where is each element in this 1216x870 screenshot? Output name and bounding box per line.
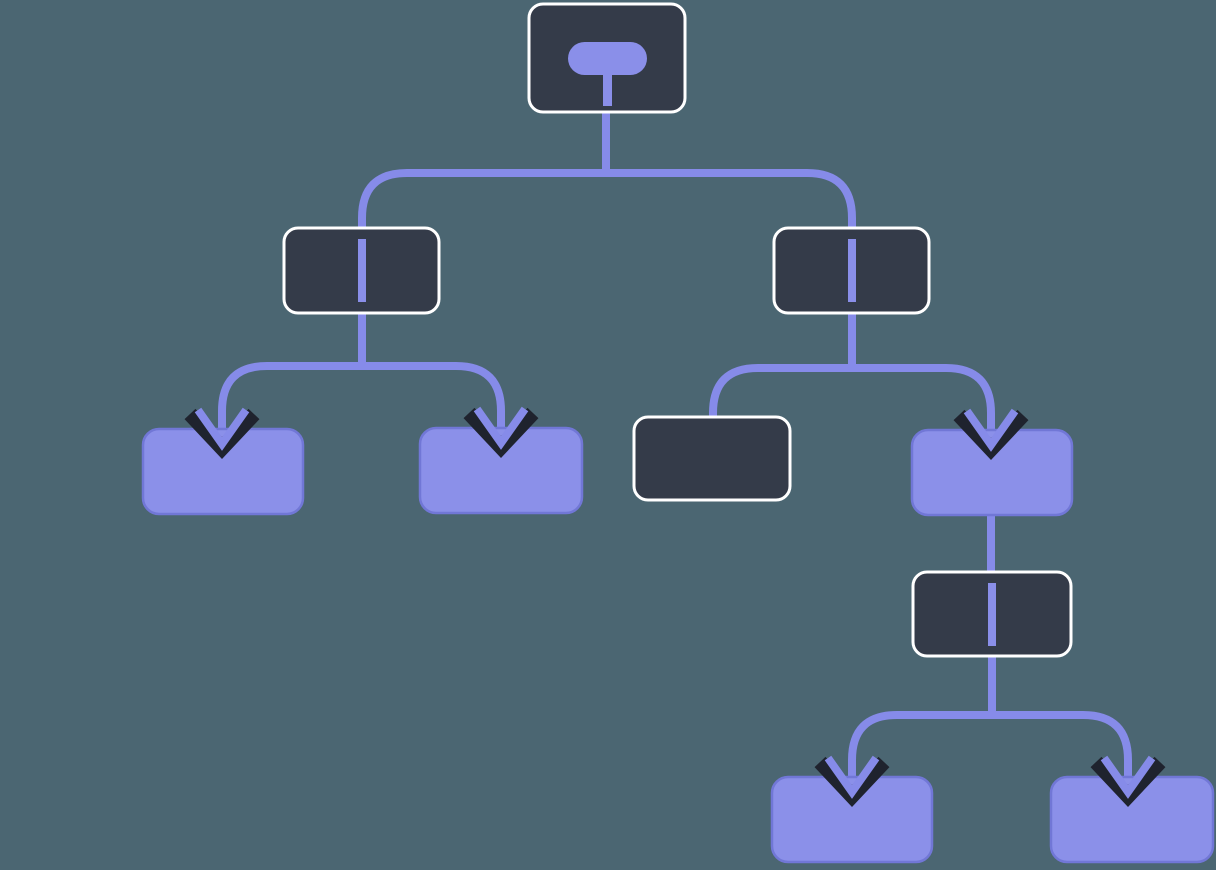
edge-branch-right-to-node-dark-plain — [709, 312, 856, 419]
node-leaf-far-left[interactable] — [141, 427, 305, 516]
node-branch-right[interactable] — [772, 226, 931, 315]
drop-arrow-purple-chevron — [824, 755, 880, 799]
node-dark-plain-box[interactable] — [632, 415, 792, 502]
node-purple-mid[interactable] — [910, 428, 1074, 517]
node-purple-mid-box[interactable] — [910, 428, 1074, 517]
edge-layer — [218, 112, 1132, 790]
node-leaf-bottom-left-box[interactable] — [770, 775, 934, 864]
node-branch-bottom[interactable] — [911, 570, 1073, 658]
drop-arrow-purple-chevron — [473, 406, 529, 450]
edge-branch-bottom-to-leaf-bottom-right — [988, 654, 1132, 790]
node-leaf-bottom-right-box[interactable] — [1049, 775, 1215, 864]
collapsed-subtree-pill-icon — [568, 42, 647, 106]
pill-stem — [603, 73, 612, 106]
pill-shape — [568, 42, 647, 75]
edge-branch-left-to-leaf-mid-left — [358, 312, 505, 441]
drop-arrow-purple-chevron — [1100, 755, 1156, 799]
node-leaf-bottom-left[interactable] — [770, 775, 934, 864]
drop-arrow-icon — [184, 407, 260, 459]
drop-arrow-purple-chevron — [194, 407, 250, 451]
drop-arrow-icon — [463, 406, 539, 458]
edge-root-to-branch-right — [602, 112, 856, 229]
edge-root-to-branch-left — [358, 112, 610, 229]
pass-through-line-icon — [358, 239, 366, 302]
edge-branch-left-to-leaf-far-left — [218, 312, 366, 442]
edge-branch-bottom-to-leaf-bottom-left — [848, 654, 996, 790]
pass-through-line-icon — [988, 583, 996, 646]
drop-arrow-purple-chevron — [963, 408, 1019, 452]
node-branch-left[interactable] — [282, 226, 441, 315]
edge-branch-right-to-node-purple-mid — [848, 312, 995, 443]
drop-arrow-icon — [953, 408, 1029, 460]
arrow-layer — [184, 406, 1166, 807]
node-leaf-mid-left[interactable] — [418, 426, 584, 515]
node-leaf-bottom-right[interactable] — [1049, 775, 1215, 864]
node-leaf-mid-left-box[interactable] — [418, 426, 584, 515]
node-leaf-far-left-box[interactable] — [141, 427, 305, 516]
pass-through-line-icon — [848, 239, 856, 302]
node-dark-plain[interactable] — [632, 415, 792, 502]
drop-arrow-icon — [814, 755, 890, 807]
drop-arrow-icon — [1090, 755, 1166, 807]
node-root[interactable] — [527, 2, 687, 114]
